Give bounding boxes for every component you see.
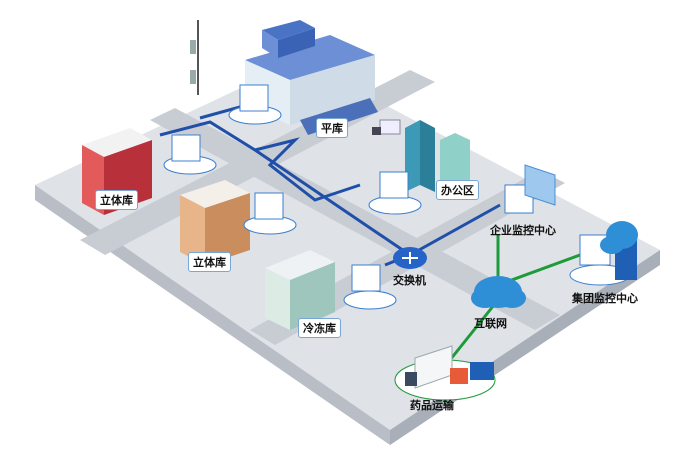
- label-drug-transport: 药品运输: [410, 399, 454, 412]
- switch-icon: [393, 247, 427, 269]
- flat-warehouse-building: [245, 20, 378, 135]
- office-building: [405, 120, 470, 192]
- label-group-monitoring: 集团监控中心: [572, 292, 638, 305]
- label-enterprise-monitoring: 企业监控中心: [490, 224, 556, 237]
- screen-wall: [524, 164, 556, 206]
- label-internet: 互联网: [474, 317, 507, 330]
- label-switch: 交换机: [393, 274, 426, 287]
- cold-storage-building: [265, 250, 335, 330]
- label-stereo-warehouse-1: 立体库: [95, 190, 138, 210]
- label-office-area: 办公区: [436, 180, 479, 200]
- small-truck: [372, 119, 401, 135]
- antenna-tower: [190, 20, 199, 95]
- label-stereo-warehouse-2: 立体库: [188, 252, 231, 272]
- transport-truck: [394, 345, 496, 401]
- label-cold-storage: 冷冻库: [298, 318, 341, 338]
- label-flat-warehouse: 平库: [316, 118, 348, 138]
- monitor-stations: [163, 84, 631, 310]
- cloud-icon: [471, 221, 638, 308]
- stereo-warehouse-brown: [180, 180, 250, 265]
